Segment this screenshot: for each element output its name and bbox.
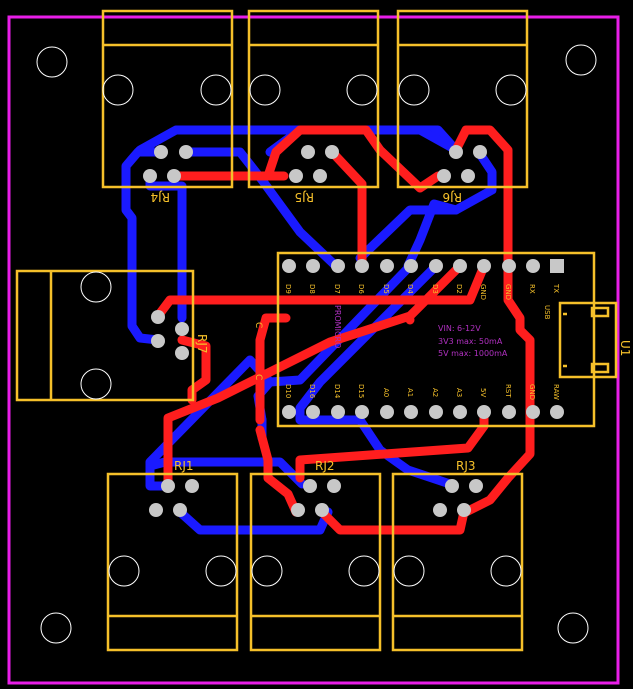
pin-bottom-6: A1 xyxy=(406,388,414,397)
mounting-hole-bl xyxy=(40,612,72,644)
pin-top-10: GND xyxy=(504,284,512,300)
mounting-holes xyxy=(36,44,597,644)
pin-top-7: D3 xyxy=(431,284,439,294)
rj-holes xyxy=(80,74,527,587)
pin-bottom-3: D14 xyxy=(333,384,341,399)
pads xyxy=(143,145,564,517)
rj-silkscreen xyxy=(15,9,529,652)
rj5-label: RJ5 xyxy=(294,190,314,204)
mounting-hole-br xyxy=(557,612,589,644)
mounting-hole-tl xyxy=(36,46,68,78)
pin-bottom-7: A2 xyxy=(431,388,439,397)
rj6-label: RJ6 xyxy=(442,190,462,204)
rj2-label: RJ2 xyxy=(315,459,335,473)
rj5-outline xyxy=(247,9,380,189)
pin-top-12: TX xyxy=(552,283,560,293)
rj7-outline xyxy=(15,269,195,402)
pin-top-4: D6 xyxy=(357,284,365,294)
rj3-label: RJ3 xyxy=(456,459,476,473)
pin-top-5: D5 xyxy=(382,284,390,294)
pin-top-9: GND xyxy=(479,284,487,300)
pin-bottom-8: A3 xyxy=(455,388,463,397)
note-3v3: 3V3 max: 50mA xyxy=(438,337,503,346)
pin-bottom-12: RAW xyxy=(552,384,560,400)
pin-bottom-2: D16 xyxy=(308,384,316,399)
pin-bottom-5: A0 xyxy=(382,388,390,397)
pin-top-8: D2 xyxy=(455,284,463,294)
pin-bottom-1: D10 xyxy=(284,384,292,398)
rj2-outline xyxy=(249,472,382,652)
mounting-hole-tr xyxy=(565,44,597,76)
pin-top-11: RX xyxy=(528,284,536,294)
promicro-name: PROMICRO xyxy=(333,305,342,348)
pin-top-1: D9 xyxy=(284,284,292,294)
promicro-outline xyxy=(276,251,596,428)
usb-pad-bottom xyxy=(590,362,610,374)
note-5v: 5V max: 1000mA xyxy=(438,349,508,358)
rj6-outline xyxy=(396,9,529,189)
u1-label: U1 xyxy=(618,340,632,356)
note-vin: VIN: 6-12V xyxy=(438,324,481,333)
top-pin-labels: D9 D8 D7 D6 D5 D4 D3 D2 GND GND RX TX xyxy=(284,283,560,300)
board-outline xyxy=(7,15,620,685)
pin-bottom-10: RST xyxy=(504,384,512,398)
bottom-pin-labels: D10 D16 D14 D15 A0 A1 A2 A3 5V RST GND R… xyxy=(284,384,560,400)
module-notes: VIN: 6-12V 3V3 max: 50mA 5V max: 1000mA xyxy=(438,324,508,358)
pin-bottom-4: D15 xyxy=(357,384,365,398)
usb-pad-top xyxy=(590,306,610,318)
usb-label: USB xyxy=(543,305,551,320)
rj3-outline xyxy=(391,472,524,652)
pin-top-6: D4 xyxy=(406,284,414,294)
rj1-label: RJ1 xyxy=(174,459,194,473)
side-label-2: C xyxy=(253,374,263,380)
pin-top-3: D7 xyxy=(333,284,341,294)
rj7-label: RJ7 xyxy=(195,334,209,354)
promicro-silkscreen xyxy=(276,251,618,428)
pin-top-2: D8 xyxy=(308,284,316,294)
rj1-outline xyxy=(106,472,239,652)
pin-bottom-9: 5V xyxy=(479,388,487,397)
rj4-label: RJ4 xyxy=(150,190,170,204)
top-copper-traces xyxy=(153,125,535,535)
usb-connector-outline xyxy=(558,301,618,379)
pin-bottom-11: GND xyxy=(528,384,536,400)
rj4-outline xyxy=(101,9,234,189)
side-label-1: C xyxy=(253,322,263,328)
